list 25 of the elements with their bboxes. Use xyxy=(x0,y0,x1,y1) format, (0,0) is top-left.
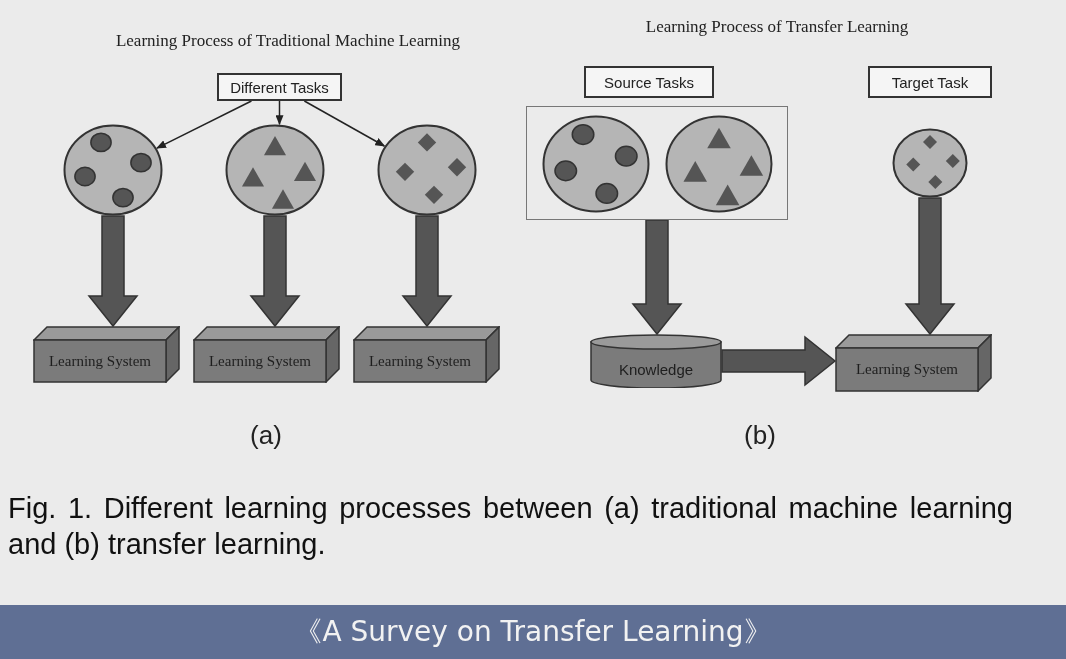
group-frame xyxy=(526,106,788,220)
task-data-ellipse xyxy=(892,128,968,198)
block-arrow xyxy=(631,219,683,336)
panel-title: Learning Process of Transfer Learning xyxy=(645,17,909,37)
panel-title: Learning Process of Traditional Machine Learning xyxy=(115,31,461,51)
panel-label: (b) xyxy=(744,420,776,451)
task-box: Source Tasks xyxy=(584,66,714,98)
task-data-ellipse xyxy=(63,124,163,216)
task-box: Different Tasks xyxy=(217,73,342,101)
block-arrow xyxy=(249,215,301,328)
arrow xyxy=(156,100,253,149)
task-data-ellipse xyxy=(225,124,325,216)
block-arrow xyxy=(904,197,956,336)
task-data-ellipse xyxy=(665,115,773,213)
block-arrow xyxy=(87,215,139,328)
task-box: Target Task xyxy=(868,66,992,98)
arrow xyxy=(275,100,284,126)
block-arrow xyxy=(721,335,837,387)
title-banner: 《A Survey on Transfer Learning》 xyxy=(0,605,1066,659)
figure-caption: Fig. 1. Different learning processes between (a) traditional machine learning and (b) transfer learning. xyxy=(8,491,1013,562)
arrow xyxy=(303,100,386,147)
task-data-ellipse xyxy=(542,115,650,213)
panel-label: (a) xyxy=(250,420,282,451)
task-data-ellipse xyxy=(377,124,477,216)
block-arrow xyxy=(401,215,453,328)
